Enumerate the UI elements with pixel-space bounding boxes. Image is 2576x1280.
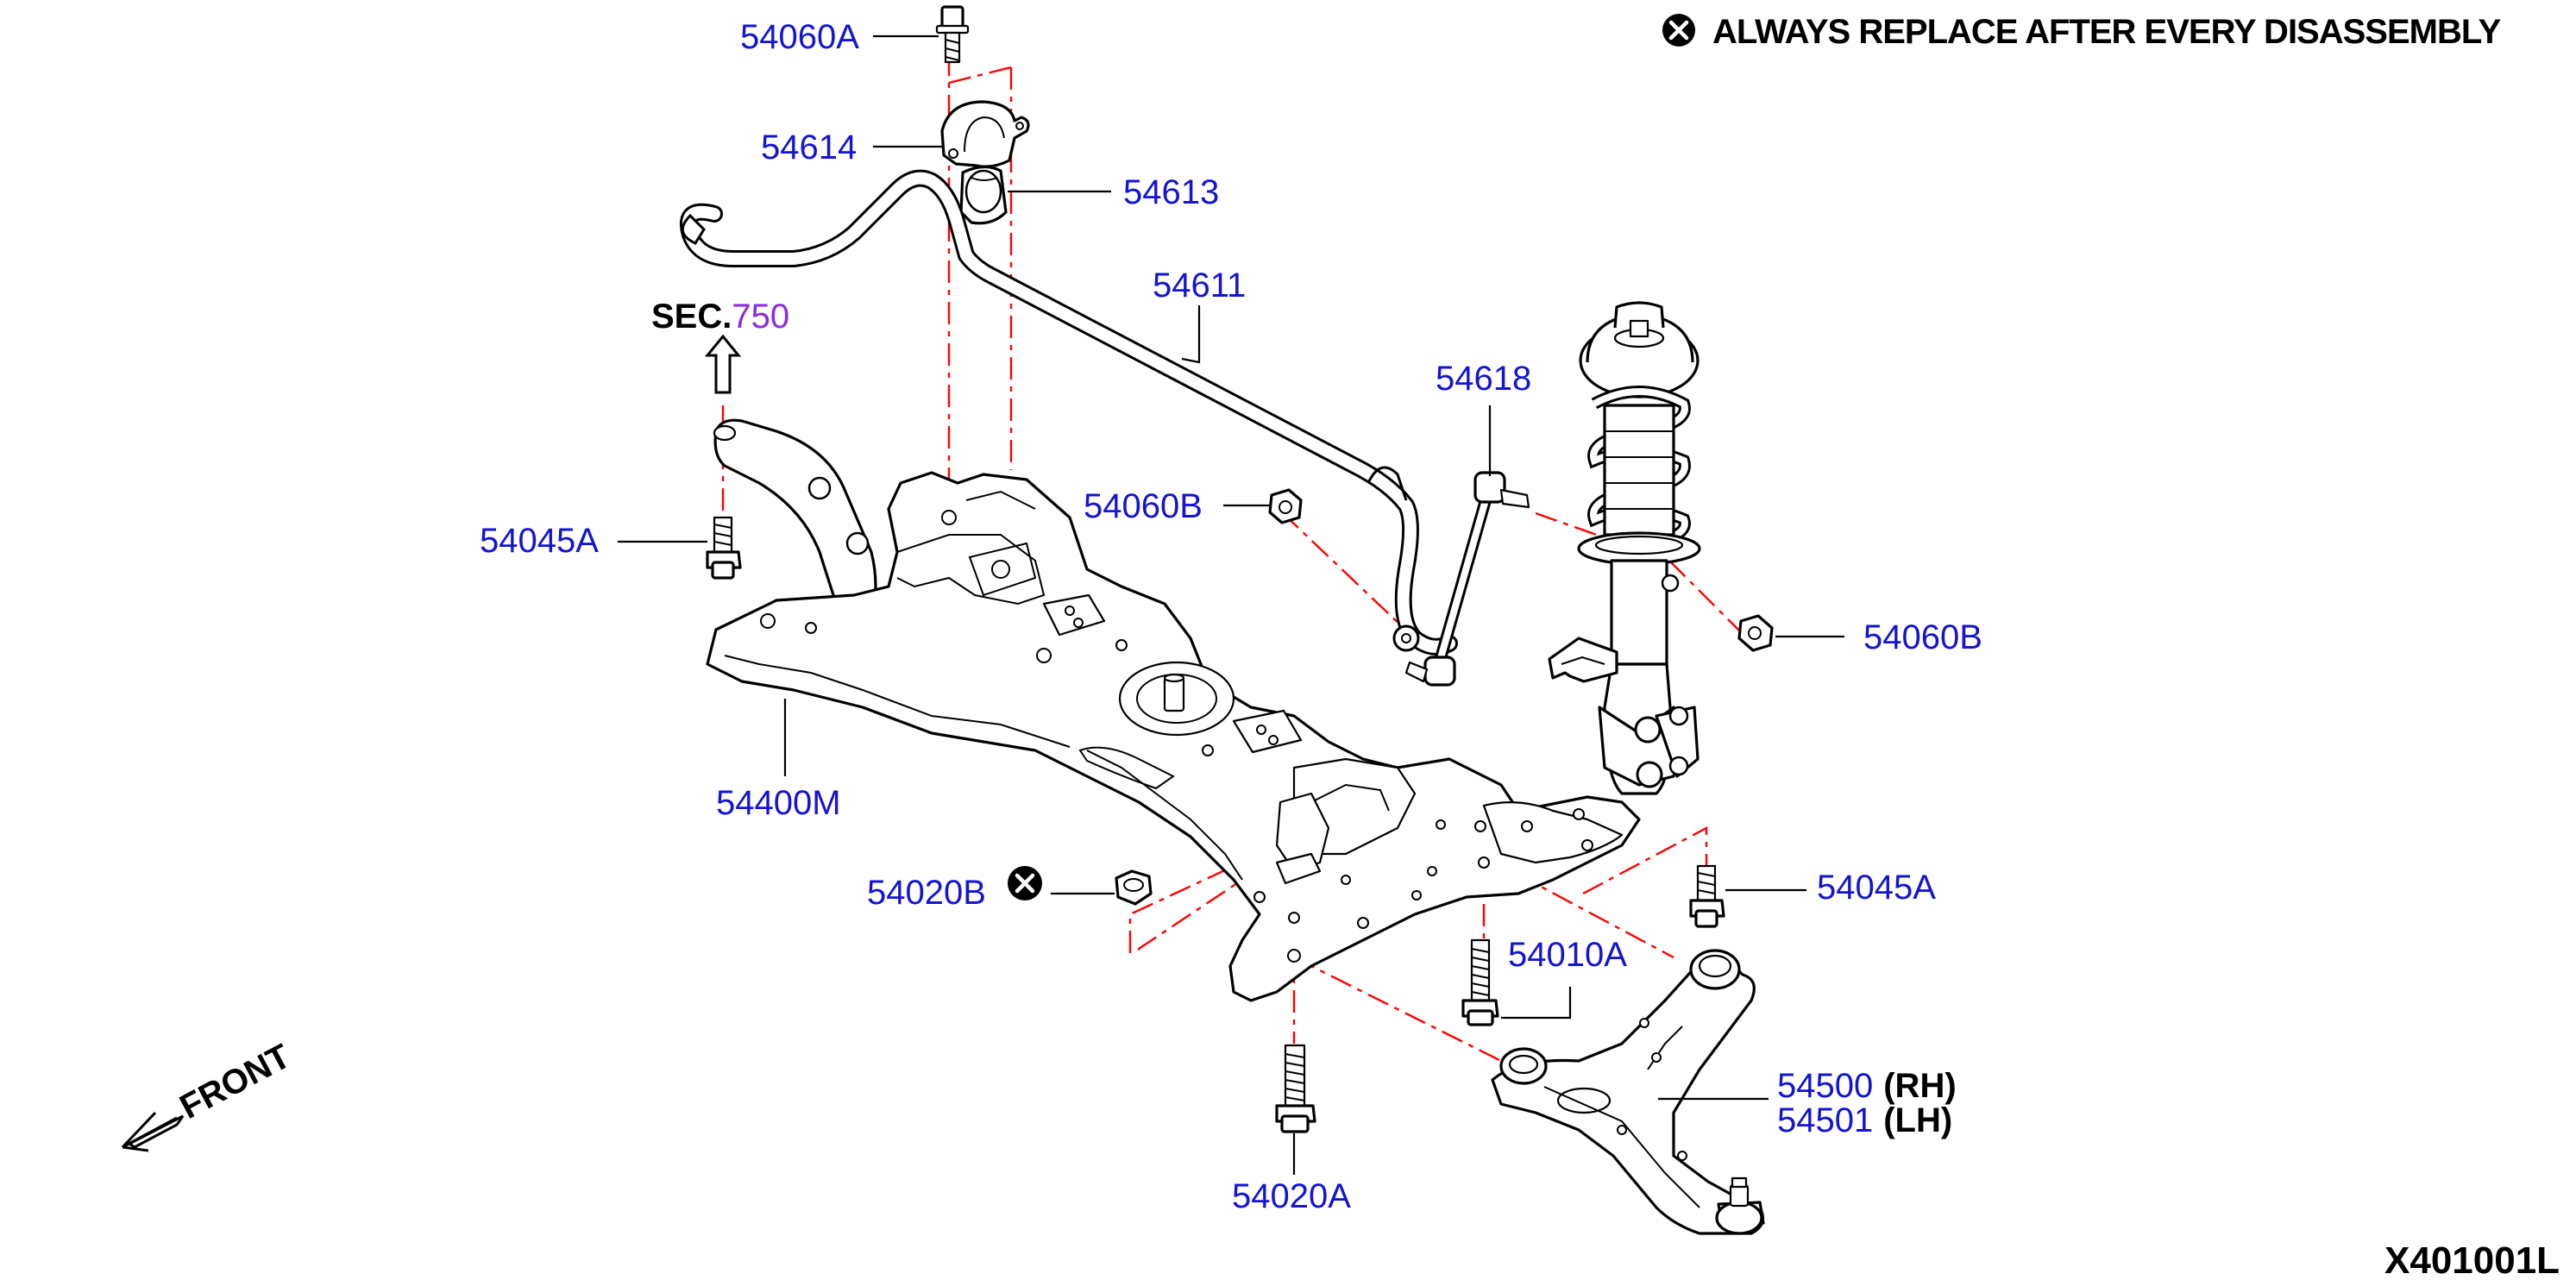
label-54045A-right: 54045A xyxy=(1817,869,1936,907)
section-reference-text: SEC.750 xyxy=(651,298,789,336)
section-number: 750 xyxy=(732,298,789,336)
label-54501-side: (LH) xyxy=(1883,1101,1952,1139)
stabilizer-bar-54611 xyxy=(680,169,1458,656)
bolt-54045A-right xyxy=(1689,864,1725,928)
label-54500-side: (RH) xyxy=(1883,1067,1956,1105)
bolt-54010A xyxy=(1461,938,1499,1026)
circle-x-icon xyxy=(1662,14,1695,47)
label-54501: 54501 (LH) xyxy=(1777,1101,1952,1139)
stabilizer-link-54618 xyxy=(1404,471,1530,687)
label-54400M: 54400M xyxy=(716,784,841,822)
label-54500: 54500 (RH) xyxy=(1777,1067,1957,1105)
bolt-54060A-top xyxy=(935,5,970,64)
label-54618: 54618 xyxy=(1436,360,1531,398)
lower-control-arm-54500-54501 xyxy=(1491,949,1765,1235)
label-54613: 54613 xyxy=(1123,173,1219,211)
notice-text: ALWAYS REPLACE AFTER EVERY DISASSEMBLY xyxy=(1712,13,2502,51)
drawing-id: X401001L xyxy=(2384,1239,2560,1280)
label-54045A-left: 54045A xyxy=(480,522,599,560)
label-54060B-right: 54060B xyxy=(1863,618,1982,656)
front-indicator: FRONT xyxy=(121,1037,297,1152)
suspension-member-54400M xyxy=(706,418,1641,1002)
nut-54060B-right xyxy=(1737,614,1774,652)
label-54614: 54614 xyxy=(761,129,857,166)
label-54501-number: 54501 xyxy=(1777,1101,1873,1139)
label-54060B-left: 54060B xyxy=(1084,487,1203,525)
label-54611: 54611 xyxy=(1153,267,1246,304)
label-54020B: 54020B xyxy=(867,874,986,912)
label-54500-number: 54500 xyxy=(1777,1067,1873,1105)
notice: ALWAYS REPLACE AFTER EVERY DISASSEMBLY xyxy=(1662,13,2503,51)
label-54010A: 54010A xyxy=(1508,936,1627,974)
part-labels: 54060A 54614 54613 54611 54618 54060B 54… xyxy=(480,18,1982,1215)
label-54060A: 54060A xyxy=(740,18,859,56)
stabilizer-clamp-54614 xyxy=(940,100,1030,168)
label-54020A: 54020A xyxy=(1232,1177,1351,1215)
bolt-54045A-left xyxy=(706,516,742,580)
replace-mark-54020B xyxy=(1008,866,1042,900)
leader-lines xyxy=(618,35,1844,1175)
section-prefix: SEC. xyxy=(651,298,732,336)
up-arrow-icon xyxy=(704,334,742,394)
nut-54060B-left xyxy=(1268,488,1303,524)
section-reference: SEC.750 xyxy=(651,298,789,394)
front-label: FRONT xyxy=(174,1037,297,1126)
nut-54020B xyxy=(1115,869,1153,906)
circle-x-icon xyxy=(1008,866,1042,900)
front-arrow-icon xyxy=(121,1111,185,1152)
strut-assembly xyxy=(1548,301,1701,795)
bolt-54020A xyxy=(1275,1044,1316,1133)
stabilizer-bushing-54613 xyxy=(959,165,1008,225)
